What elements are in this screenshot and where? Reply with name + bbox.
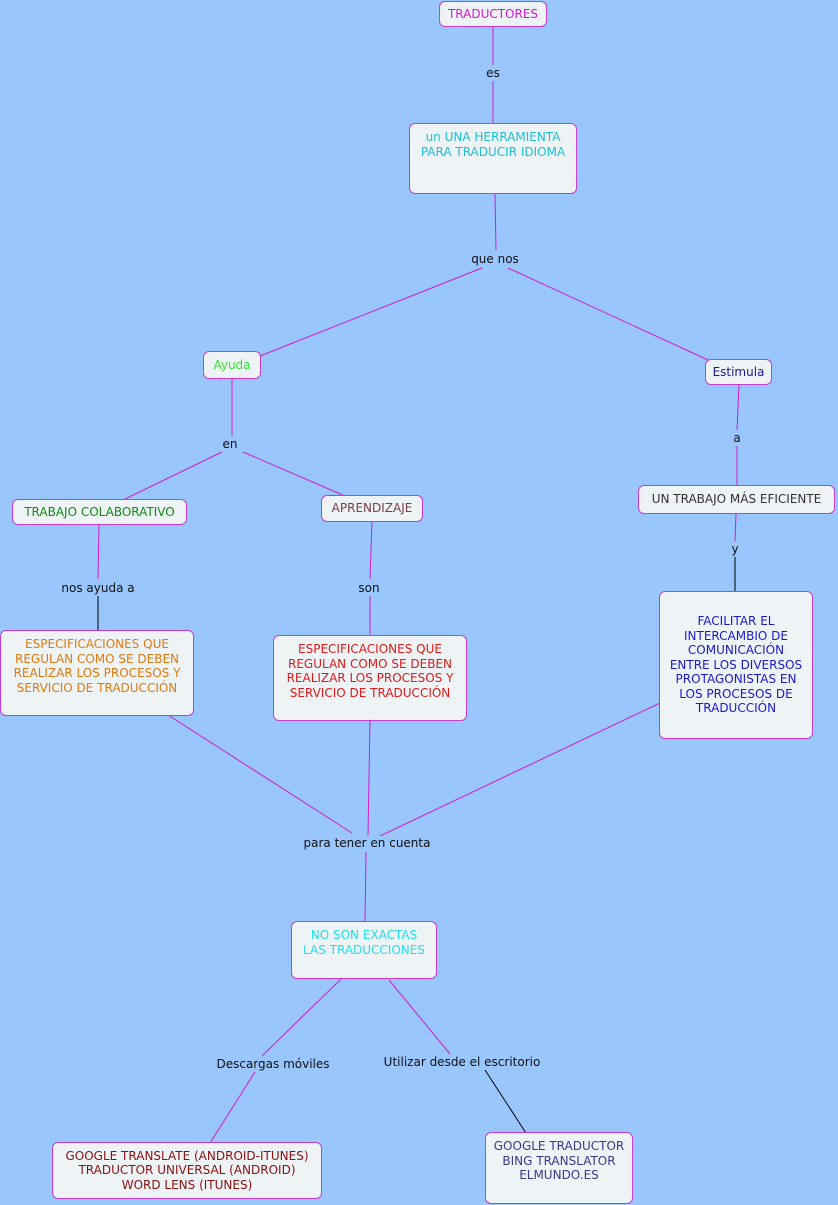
concept-traductores[interactable]: TRADUCTORES (439, 1, 547, 27)
link-label-que-nos[interactable]: que nos (469, 252, 521, 266)
line-descargas-google (209, 1071, 256, 1144)
concept-facilitar[interactable]: FACILITAR EL INTERCAMBIO DE COMUNICACIÓN… (659, 591, 813, 739)
line-estimula-a (736, 383, 740, 431)
line-quenos-estimula (507, 267, 709, 361)
concept-no-exactas[interactable]: NO SON EXACTAS LAS TRADUCCIONES (291, 921, 437, 979)
line-quenos-ayuda (259, 267, 483, 357)
line-noexactas-descargas (261, 977, 343, 1057)
concept-estimula[interactable]: Estimula (705, 359, 772, 385)
line-herramienta-quenos (494, 192, 497, 251)
line-facilitar-para (379, 702, 661, 837)
line-en-aprendizaje (242, 451, 346, 497)
line-para-noexactas (364, 851, 367, 923)
concept-google-translate[interactable]: GOOGLE TRANSLATE (ANDROID-ITUNES) TRADUC… (52, 1142, 322, 1199)
concept-herramienta[interactable]: un UNA HERRAMIENTA PARA TRADUCIR IDIOMA (409, 123, 577, 194)
concept-google-traductor[interactable]: GOOGLE TRADUCTOR BING TRANSLATOR ELMUNDO… (485, 1132, 633, 1204)
line-espec1-para (167, 714, 353, 834)
concept-especificaciones-2[interactable]: ESPECIFICACIONES QUE REGULAN COMO SE DEB… (273, 635, 467, 721)
link-label-a[interactable]: a (731, 431, 743, 445)
link-label-es[interactable]: es (484, 66, 502, 80)
line-eficiente-y (734, 513, 737, 542)
link-label-descargas-moviles[interactable]: Descargas móviles (214, 1057, 332, 1071)
line-colaborativo-nosayuda (97, 523, 100, 580)
link-label-utilizar-escritorio[interactable]: Utilizar desde el escritorio (381, 1055, 543, 1069)
line-aprendizaje-son (369, 520, 373, 580)
concept-trabajo-eficiente[interactable]: UN TRABAJO MÁS EFICIENTE (638, 485, 835, 514)
concept-trabajo-colaborativo[interactable]: TRABAJO COLABORATIVO (12, 499, 187, 525)
link-label-y[interactable]: y (729, 542, 741, 556)
line-espec2-para (367, 719, 371, 836)
concept-especificaciones-1[interactable]: ESPECIFICACIONES QUE REGULAN COMO SE DEB… (0, 630, 194, 716)
line-utilizar-googletrad (484, 1069, 527, 1134)
link-label-para-tener-en-cuenta[interactable]: para tener en cuenta (301, 836, 433, 850)
concept-aprendizaje[interactable]: APRENDIZAJE (321, 495, 423, 522)
link-label-nos-ayuda-a[interactable]: nos ayuda a (59, 581, 137, 595)
concept-ayuda[interactable]: Ayuda (203, 351, 261, 379)
line-en-colaborativo (124, 451, 223, 500)
link-label-son[interactable]: son (356, 581, 382, 595)
line-noexactas-utilizar (388, 979, 451, 1055)
link-label-en[interactable]: en (220, 437, 240, 451)
